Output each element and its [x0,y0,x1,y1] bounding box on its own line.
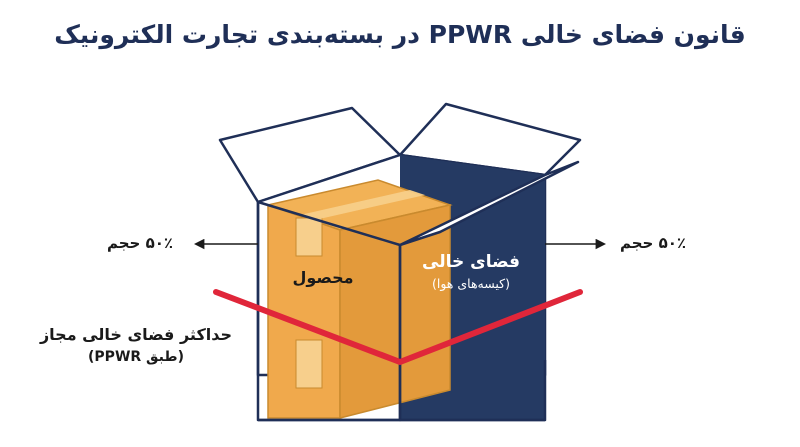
void-space-subtitle: (کیسه‌های هوا) [431,276,510,291]
product-tape-lower [295,339,323,389]
void-space-label: فضای خالی (کیسه‌های هوا) [408,252,534,291]
max-void-title: حداکثر فضای خالی مجاز [39,325,232,344]
product-label: محصول [292,268,354,287]
max-void-subtitle: (طبق PPWR) [88,349,184,365]
product-tape-top [300,190,425,220]
volume-label-right: ۵۰٪ حجم [619,234,687,252]
product-box-side [339,204,451,419]
void-space-title: فضای خالی [422,252,520,272]
product-tape-upper [295,217,323,257]
page-title: قانون فضای خالی PPWR در بسته‌بندی تجارت … [54,20,746,49]
max-void-label: حداکثر فضای خالی مجاز (طبق PPWR) [40,325,232,365]
max-void-line [213,289,583,365]
box-flap-front [398,160,580,247]
volume-label-left: ۵۰٪ حجم [106,234,174,252]
